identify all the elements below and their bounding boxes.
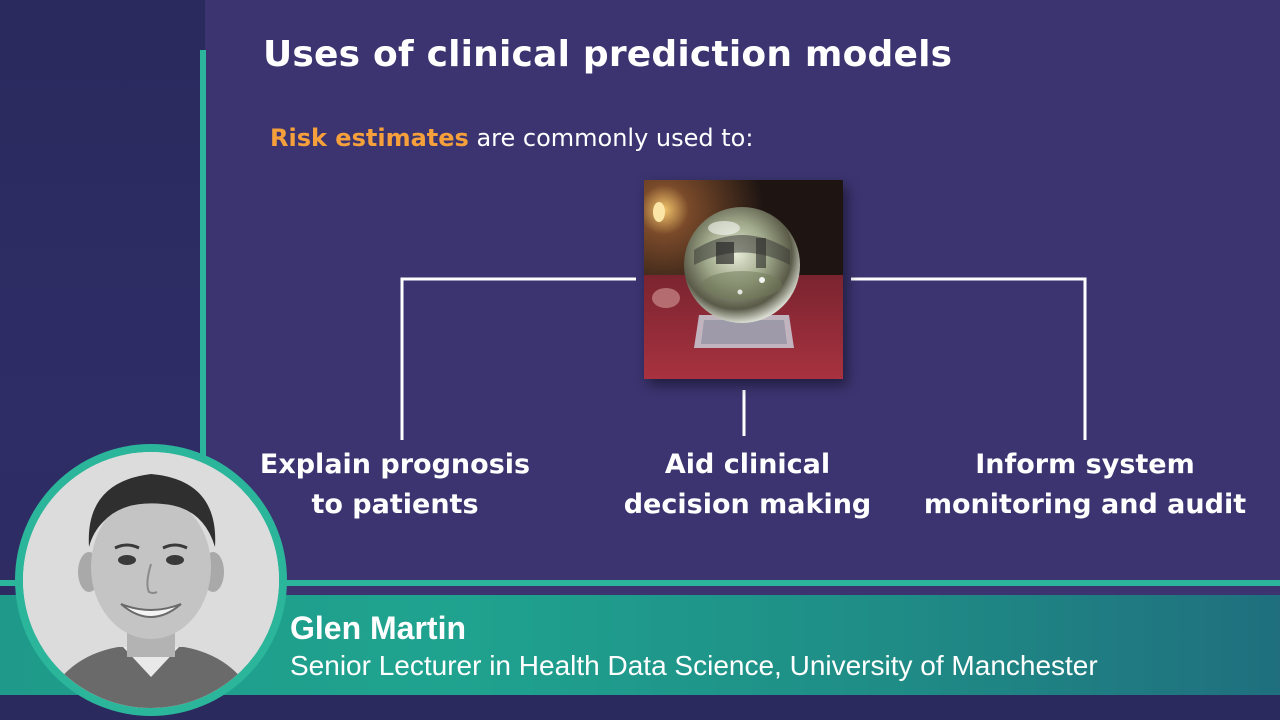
use-line: Inform system <box>975 449 1195 480</box>
slide-subtitle: Risk estimates are commonly used to: <box>270 124 753 152</box>
use-line: monitoring and audit <box>923 489 1247 520</box>
slide-title: Uses of clinical prediction models <box>263 34 953 75</box>
accent-line <box>200 50 206 460</box>
lower-third-divider <box>0 580 1280 586</box>
use-aid-decision: Aid clinical decision making <box>610 445 885 525</box>
speaker-role: Senior Lecturer in Health Data Science, … <box>290 650 1098 681</box>
use-line: Explain prognosis <box>259 449 531 480</box>
person-icon <box>23 452 279 708</box>
avatar-photo <box>23 452 279 708</box>
speaker-name: Glen Martin <box>290 610 467 646</box>
crystal-ball-image <box>644 180 843 379</box>
use-line: to patients <box>311 489 479 520</box>
speaker-avatar <box>15 444 287 716</box>
subtitle-highlight: Risk estimates <box>270 124 469 152</box>
use-line: Aid clinical <box>664 449 831 480</box>
use-inform-monitoring: Inform system monitoring and audit <box>915 445 1255 525</box>
subtitle-text: are commonly used to: <box>468 124 754 152</box>
crystal-ball-icon <box>644 180 843 379</box>
use-explain-prognosis: Explain prognosis to patients <box>255 445 535 525</box>
use-line: decision making <box>623 489 872 520</box>
